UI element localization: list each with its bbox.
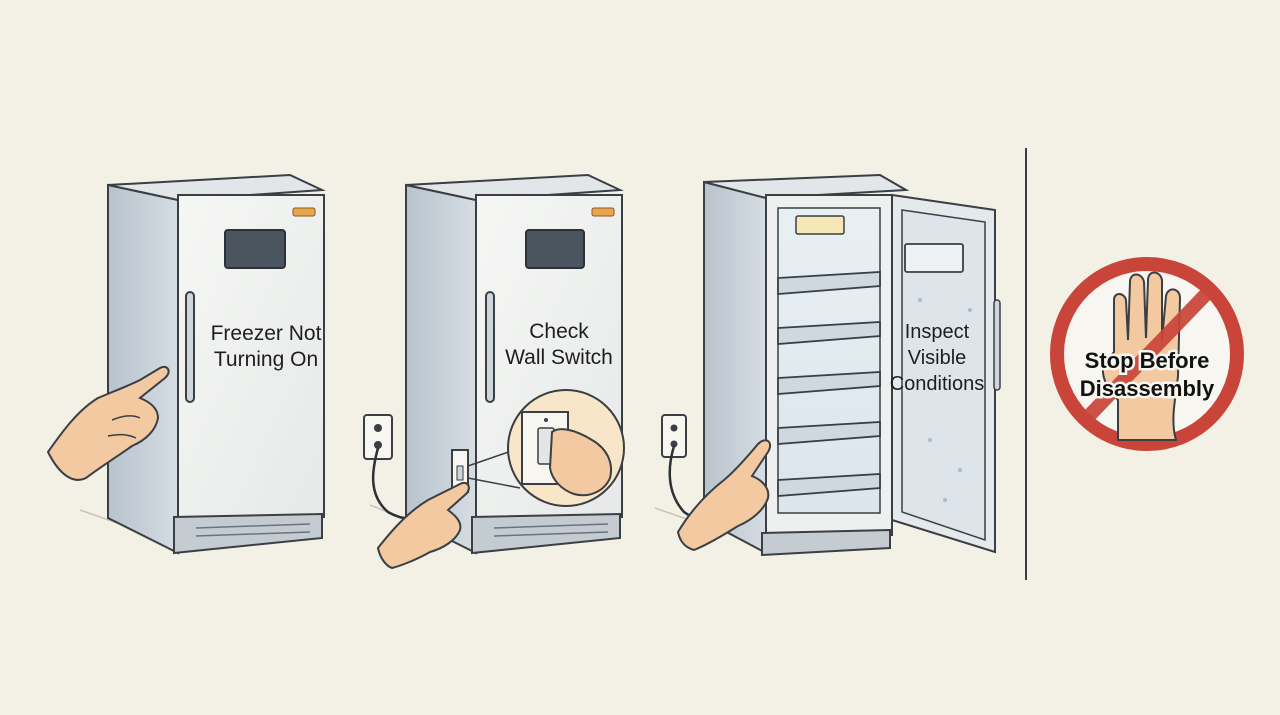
step-3-label-line-2: Visible — [908, 347, 967, 369]
wall-outlet-icon — [661, 414, 709, 520]
step-2-freezer: Check Wall Switch — [363, 173, 625, 570]
stop-label-line-2: Disassembly — [1080, 376, 1215, 401]
pointing-hand-icon — [46, 366, 170, 481]
step-3-label-line-3: Conditions — [890, 373, 985, 395]
stop-sign: Stop Before Disassembly — [1050, 257, 1244, 451]
step-1-freezer: Freezer Not Turning On — [46, 173, 326, 555]
step-2-label-line-2: Wall Switch — [505, 346, 613, 369]
freezer-shelves — [777, 271, 881, 497]
open-freezer-icon — [891, 193, 1001, 554]
pointing-hand-icon — [376, 482, 470, 570]
stop-label-line-1: Stop Before — [1085, 348, 1210, 373]
step-3-freezer: Inspect Visible Conditions — [654, 173, 1001, 557]
wall-switch-zoom — [507, 389, 625, 507]
pointing-hand-icon — [676, 439, 772, 552]
step-2-label-line-1: Check — [529, 320, 589, 343]
step-1-label-line-2: Turning On — [214, 348, 318, 371]
wall-switch-icon — [451, 447, 521, 493]
step-1-label-line-1: Freezer Not — [211, 322, 322, 345]
step-3-label-line-1: Inspect — [905, 321, 970, 343]
